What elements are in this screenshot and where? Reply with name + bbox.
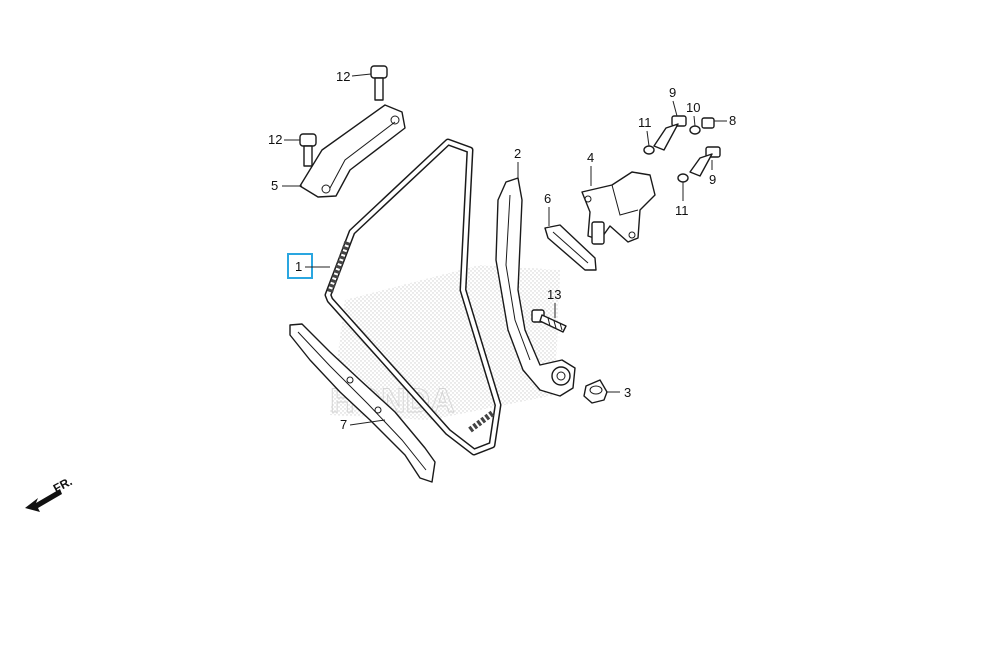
part-5-upper-guide-plate[interactable]	[299, 104, 406, 198]
callout-layer: 1 2 3 4 5 6 7	[268, 69, 736, 432]
part-8-bolt[interactable]	[701, 117, 715, 129]
part-2-tensioner-arm[interactable]	[495, 177, 576, 397]
callout-2-label: 2	[514, 146, 521, 161]
callout-9-lower-label: 9	[709, 172, 716, 187]
callout-10[interactable]: 10	[686, 100, 700, 127]
callout-1-label: 1	[295, 259, 302, 274]
callout-6-label: 6	[544, 191, 551, 206]
callout-8-label: 8	[729, 113, 736, 128]
callout-12-lower-label: 12	[268, 132, 282, 147]
callout-7-label: 7	[340, 417, 347, 432]
part-1-cam-chain[interactable]	[324, 138, 502, 456]
part-3-collar[interactable]	[583, 379, 608, 404]
callout-5-label: 5	[271, 178, 278, 193]
callout-1[interactable]: 1	[287, 253, 330, 279]
part-13-bolt[interactable]	[531, 309, 567, 333]
callout-12-upper[interactable]: 12	[336, 69, 372, 84]
callout-5[interactable]: 5	[271, 178, 302, 193]
part-11-washer-lower[interactable]	[677, 173, 689, 183]
callout-11-upper-label: 11	[638, 115, 652, 130]
callout-7[interactable]: 7	[340, 417, 386, 432]
part-7-chain-guide[interactable]	[289, 323, 436, 483]
callout-3-label: 3	[624, 385, 631, 400]
part-6-gasket[interactable]	[544, 224, 597, 271]
callout-6[interactable]: 6	[544, 191, 551, 226]
callout-11-lower-label: 11	[675, 203, 689, 218]
callout-10-label: 10	[686, 100, 700, 115]
callout-13-label: 13	[547, 287, 561, 302]
callout-3[interactable]: 3	[606, 385, 631, 400]
front-direction-indicator: FR.	[25, 474, 74, 512]
callout-11-lower[interactable]: 11	[675, 182, 689, 218]
callout-4[interactable]: 4	[587, 150, 594, 186]
part-12-bolt-upper[interactable]	[370, 65, 388, 101]
part-12-bolt-lower[interactable]	[299, 133, 317, 167]
callout-11-upper[interactable]: 11	[638, 115, 652, 147]
part-10-o-ring[interactable]	[689, 125, 701, 135]
part-9-bolt-upper[interactable]	[653, 115, 687, 151]
callout-1-highlight-box	[287, 253, 313, 279]
arrow-left-down-icon	[25, 489, 62, 512]
part-4-tensioner-lifter[interactable]	[581, 171, 656, 245]
part-11-washer-upper[interactable]	[643, 145, 655, 155]
callout-9-upper-label: 9	[669, 85, 676, 100]
callout-9-lower[interactable]: 9	[709, 160, 716, 187]
callout-12-upper-label: 12	[336, 69, 350, 84]
callout-12-lower[interactable]: 12	[268, 132, 300, 147]
callout-2[interactable]: 2	[514, 146, 521, 178]
callout-9-upper[interactable]: 9	[669, 85, 678, 117]
callout-8[interactable]: 8	[714, 113, 736, 128]
callout-13[interactable]: 13	[547, 287, 561, 318]
callout-4-label: 4	[587, 150, 594, 165]
part-9-bolt-lower[interactable]	[689, 146, 721, 177]
